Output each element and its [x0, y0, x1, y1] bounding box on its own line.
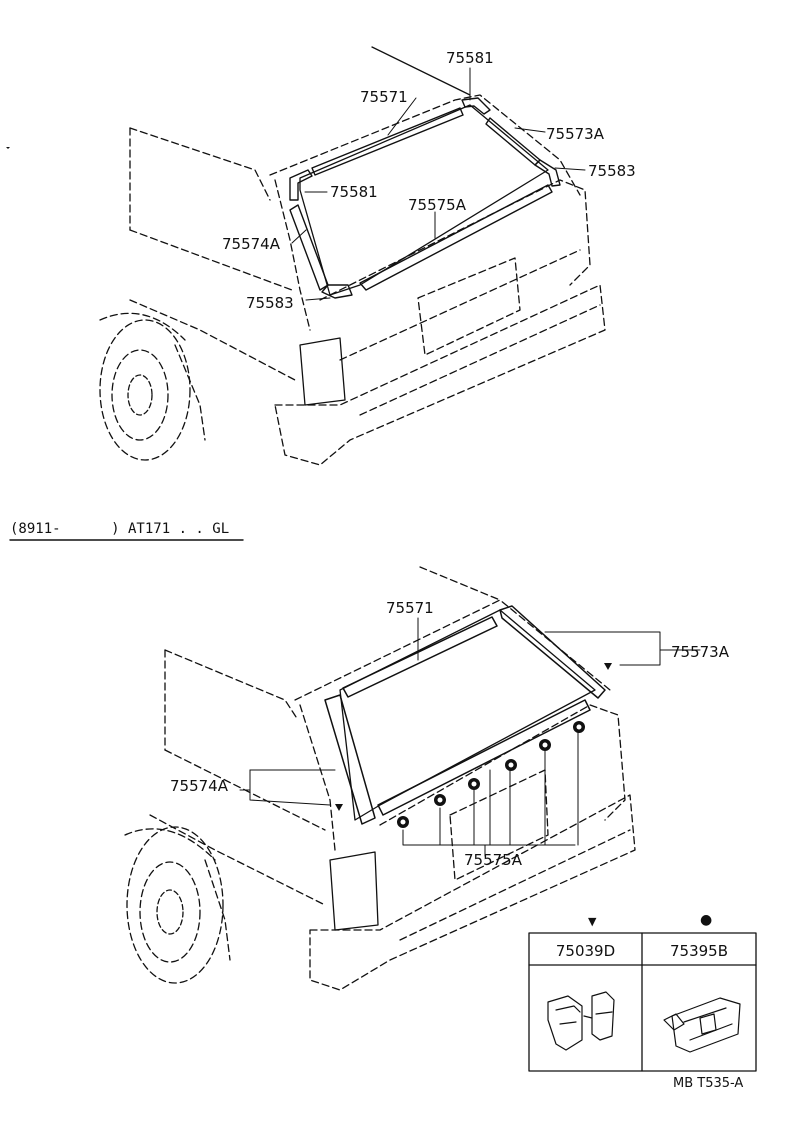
callout-75574a-top: 75574A — [222, 235, 280, 253]
callout-75575a-top: 75575A — [408, 196, 466, 214]
callout-75581-top-left: 75581 — [330, 183, 378, 201]
clip-75395b-illustration — [663, 997, 741, 1053]
callout-75574a-bottom: 75574A — [170, 777, 228, 795]
clip-marker-triangle — [604, 663, 612, 670]
upper-leader-lines — [291, 67, 586, 301]
lower-markers — [6, 147, 612, 828]
clip-marker-triangle — [335, 804, 343, 811]
legend-triangle-symbol: ▼ — [588, 915, 597, 928]
legend-box — [528, 932, 757, 1072]
lower-vehicle-body — [124, 566, 636, 991]
upper-vehicle-body — [99, 46, 606, 466]
upper-moldings — [289, 97, 561, 299]
callout-75571-top: 75571 — [360, 88, 408, 106]
lower-leader-lines — [239, 617, 701, 857]
callout-75575a-bottom: 75575A — [464, 851, 522, 869]
callout-75581-top: 75581 — [446, 49, 494, 67]
legend-part-75039d: 75039D — [555, 942, 616, 960]
callout-75583-top-left: 75583 — [246, 294, 294, 312]
callout-75573a-bottom: 75573A — [671, 643, 729, 661]
callout-75583-top-right: 75583 — [588, 162, 636, 180]
callout-75571-bottom: 75571 — [386, 599, 434, 617]
applicability-label: (8911- ) AT171 . . GL — [10, 521, 230, 537]
lower-moldings — [324, 605, 606, 825]
legend-part-75395b: 75395B — [669, 942, 728, 960]
legend-circle-symbol: ● — [700, 912, 713, 928]
figure-code: MB T535-A — [673, 1076, 744, 1091]
callout-75573a-top: 75573A — [546, 125, 604, 143]
clip-75039d-illustration — [547, 991, 615, 1051]
